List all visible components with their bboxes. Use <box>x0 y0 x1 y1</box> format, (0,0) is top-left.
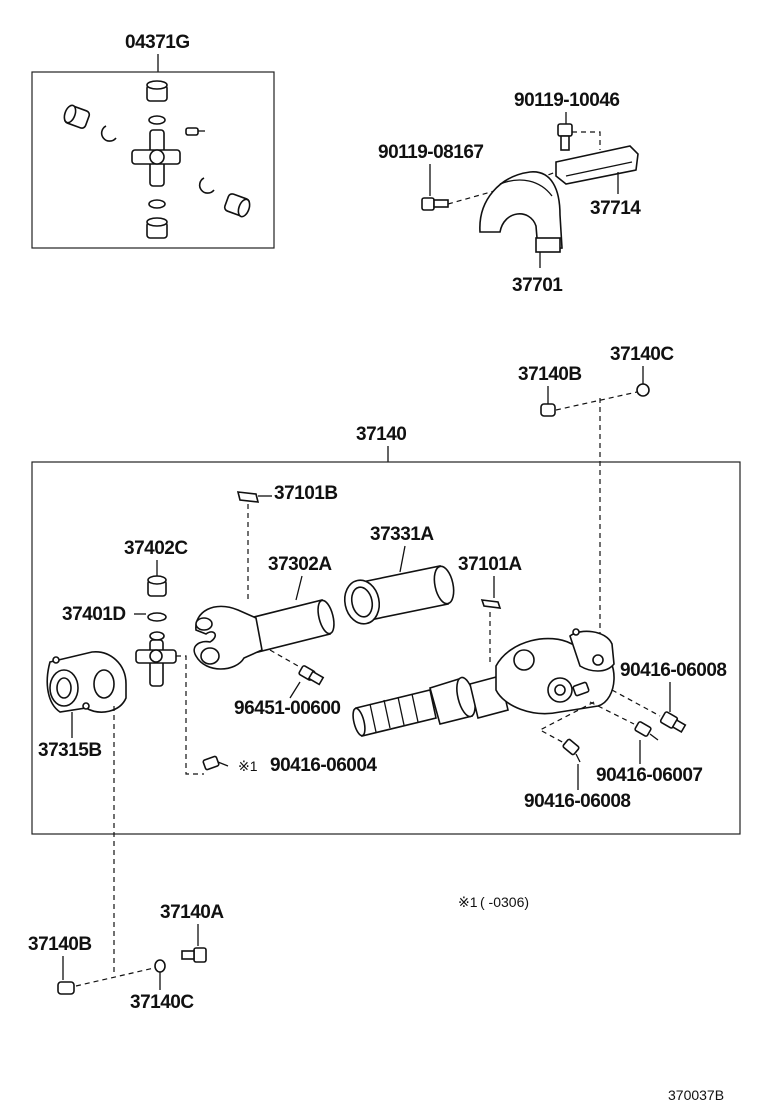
label-bracket[interactable]: 37714 <box>590 198 642 219</box>
bolt-icon <box>298 665 325 686</box>
yoke-tube-group: 37302A <box>193 554 335 670</box>
flange-icon <box>46 651 127 713</box>
label-kit[interactable]: 04371G <box>125 32 190 53</box>
label-washer-upper[interactable]: 37140C <box>610 344 675 365</box>
balance-weight-a: 37101A <box>458 554 523 664</box>
label-cap-c[interactable]: 37402C <box>124 538 189 559</box>
footnote-mark: ※1 <box>458 894 478 910</box>
bearing-cap-icon <box>146 217 168 239</box>
label-bolt-yoke[interactable]: 96451-00600 <box>234 698 341 719</box>
bearing-cap-icon <box>146 80 168 102</box>
clip-icon <box>198 177 215 194</box>
label-spider-d[interactable]: 37401D <box>62 604 126 625</box>
fitting-3-group: 90416-06007 <box>589 701 703 786</box>
sleeve-group: 37331A <box>343 524 455 625</box>
weight-icon <box>480 599 502 609</box>
bearing-cap-icon <box>63 104 91 129</box>
clip-icon <box>100 125 117 142</box>
fitting-1-group: ※1 90416-06004 <box>202 755 378 776</box>
fitting-2-group: 90416-06008 <box>611 660 727 734</box>
grease-fitting-icon <box>562 738 581 763</box>
label-bolt-left[interactable]: 90119-08167 <box>378 142 484 163</box>
footnote-marker: ※1 <box>238 758 258 774</box>
label-yoke[interactable]: 37302A <box>268 554 333 575</box>
grease-fitting-icon <box>659 711 687 734</box>
snap-ring-icon <box>148 115 166 125</box>
label-weight-a[interactable]: 37101A <box>458 554 523 575</box>
snap-ring-icon <box>147 612 167 622</box>
nut-icon <box>57 981 75 995</box>
lower-fasteners: 37140A 37140B 37140C <box>28 902 225 1013</box>
bearing-cap-icon <box>223 193 251 218</box>
label-flange[interactable]: 37315B <box>38 740 102 761</box>
grease-fitting-icon <box>634 721 659 741</box>
spider-icon <box>131 129 181 187</box>
diagram-id: 370037B <box>668 1087 724 1103</box>
label-bolt-upper[interactable]: 90119-10046 <box>514 90 620 111</box>
flange-group: 37315B <box>38 651 127 972</box>
bolt-icon <box>421 197 449 211</box>
label-fitting-1[interactable]: 90416-06004 <box>270 755 378 776</box>
footnote-text: ( -0306) <box>480 894 529 910</box>
label-nut-lower[interactable]: 37140B <box>28 934 92 955</box>
bolt-icon <box>181 947 207 963</box>
balance-weight-b: 37101B <box>236 483 338 600</box>
rear-shaft-group <box>352 628 615 737</box>
snap-ring-icon <box>149 631 165 641</box>
label-fitting-3[interactable]: 90416-06007 <box>596 765 703 786</box>
footnote: ※1 ( -0306) <box>458 894 529 910</box>
bolt-icon <box>557 123 573 151</box>
spline-shaft-icon <box>352 675 509 737</box>
fitting-4-group: 90416-06008 <box>524 701 631 812</box>
label-fitting-2[interactable]: 90416-06008 <box>620 660 727 681</box>
label-sleeve[interactable]: 37331A <box>370 524 435 545</box>
kit-group: 04371G <box>31 32 275 249</box>
label-center-bearing[interactable]: 37701 <box>512 275 564 296</box>
universal-joint-icon <box>495 628 615 715</box>
washer-icon <box>154 959 166 973</box>
snap-ring-icon <box>148 199 166 209</box>
cap-c-group: 37402C <box>124 538 189 597</box>
yoke-bolt-group: 96451-00600 <box>234 649 341 719</box>
label-weight-b[interactable]: 37101B <box>274 483 338 504</box>
label-washer-lower[interactable]: 37140C <box>130 992 195 1013</box>
grease-fitting-icon <box>185 127 205 136</box>
sleeve-icon <box>343 565 455 625</box>
bearing-cap-icon <box>147 575 167 597</box>
spider-icon <box>135 639 177 687</box>
center-bearing-icon <box>479 171 563 253</box>
washer-icon <box>636 383 650 397</box>
label-fitting-4[interactable]: 90416-06008 <box>524 791 631 812</box>
label-shaft-assy[interactable]: 37140 <box>356 424 407 445</box>
center-bearing-group: 90119-10046 90119-08167 37714 37701 <box>378 90 642 296</box>
nut-icon <box>540 403 556 417</box>
grease-fitting-icon <box>202 755 229 771</box>
label-nut-upper[interactable]: 37140B <box>518 364 582 385</box>
upper-fasteners: 37140C 37140B <box>518 344 675 640</box>
kit-box <box>31 71 275 249</box>
yoke-tube-icon <box>193 599 335 670</box>
bracket-icon <box>555 145 639 185</box>
label-bolt-lower[interactable]: 37140A <box>160 902 225 923</box>
spider-d-group: 37401D <box>62 604 204 775</box>
shaft-assy-box <box>31 461 741 835</box>
weight-icon <box>236 491 260 503</box>
